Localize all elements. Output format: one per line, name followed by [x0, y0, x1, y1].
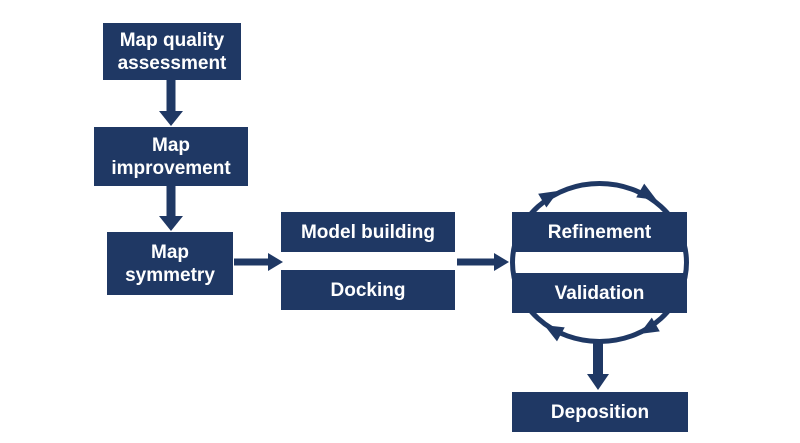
node-model-building: Model building	[281, 212, 455, 252]
node-label: Deposition	[550, 401, 650, 423]
node-label: Model building	[300, 221, 436, 243]
cycle-arrowhead-bottom-right	[639, 317, 660, 334]
cycle-circle	[510, 181, 689, 344]
node-refinement: Refinement	[512, 212, 687, 252]
node-map-improvement: Map improvement	[94, 127, 248, 186]
node-label-line: Map quality	[119, 29, 225, 51]
node-label: Docking	[330, 279, 406, 301]
arrow-map-improvement-to-map-symmetry	[159, 186, 183, 231]
cycle-arrowhead-bottom-left	[544, 325, 565, 342]
arrow-map-symmetry-to-model-building	[234, 253, 283, 271]
arrow-map-quality-to-map-improvement	[159, 78, 183, 126]
arrow-model-building-to-refinement	[457, 253, 509, 271]
node-label-line: improvement	[111, 157, 231, 179]
node-label: Validation	[554, 282, 645, 304]
node-docking: Docking	[281, 270, 455, 310]
arrow-cycle-to-deposition	[587, 341, 609, 390]
cycle-arrowhead-top-right	[636, 183, 657, 200]
node-map-symmetry: Map symmetry	[107, 232, 233, 295]
node-label-line: Map	[152, 134, 190, 156]
node-label-line: Map	[151, 241, 189, 263]
node-map-quality-assessment: Map quality assessment	[103, 23, 241, 80]
node-label: Refinement	[547, 221, 652, 243]
node-validation: Validation	[512, 273, 687, 313]
node-label-line: symmetry	[125, 264, 215, 286]
cycle-arrowhead-top-left	[538, 190, 559, 208]
node-deposition: Deposition	[512, 392, 688, 432]
node-label-line: assessment	[117, 52, 227, 74]
